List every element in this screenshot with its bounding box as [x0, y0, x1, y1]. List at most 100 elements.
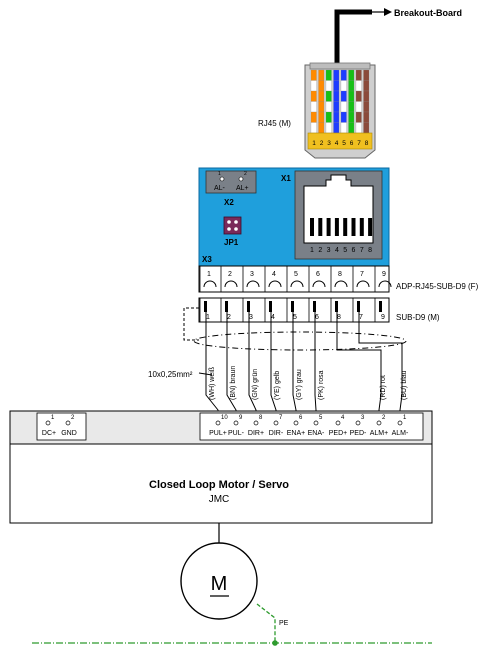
terminal-screw	[293, 420, 299, 426]
terminal-screw	[215, 420, 221, 426]
terminal-screw	[253, 420, 259, 426]
subd-pin	[335, 301, 338, 312]
socket-pin-number: 8	[368, 247, 372, 254]
terminal-screw	[233, 420, 239, 426]
wire-color-labels: (WH) weiß(BN) braun(GN) grün(YE) gelb(GY…	[209, 366, 408, 400]
motor-symbol	[180, 542, 258, 620]
power-terminal-label: GND	[61, 430, 77, 437]
cable-shield-ellipse	[193, 331, 407, 351]
plug-pin-number: 7	[357, 140, 361, 147]
signal-terminal-block	[199, 412, 424, 441]
plug-wire	[310, 69, 317, 134]
terminal-number: 6	[299, 415, 303, 421]
x3-pin-number: 3	[250, 271, 254, 278]
x3-screw-terminal	[268, 280, 282, 288]
terminal-screw	[273, 420, 279, 426]
power-terminal-label: DC+	[42, 430, 56, 437]
x3-screw-terminal	[356, 280, 370, 288]
terminal-label: PED-	[350, 430, 367, 437]
x3-pin-number: 9	[382, 271, 386, 278]
x3-screw-terminal	[378, 280, 392, 288]
plug-pin-number: 1	[312, 140, 316, 147]
breakout-cable	[334, 8, 392, 63]
terminal-screw	[397, 420, 403, 426]
socket-contact	[318, 218, 323, 236]
x3-pin-number: 2	[228, 271, 232, 278]
x2-label: X2	[224, 198, 234, 207]
terminal-number: 9	[239, 415, 243, 421]
power-terminal-block	[36, 412, 87, 441]
jp1-jumper	[223, 216, 242, 235]
subd-pin	[357, 301, 360, 312]
socket-pin-number: 5	[343, 247, 347, 254]
socket-contact	[343, 218, 348, 236]
x1-label: X1	[281, 174, 291, 183]
subd-pin-number: 7	[359, 314, 363, 321]
plug-pin-number: 5	[342, 140, 346, 147]
socket-pin-number: 6	[352, 247, 356, 254]
plug-wire	[325, 69, 332, 134]
x3-pin-number: 1	[207, 271, 211, 278]
subd-pin	[313, 301, 316, 312]
plug-wire	[348, 69, 355, 134]
terminal-label: DIR+	[248, 430, 264, 437]
x3-screw-terminal	[290, 280, 304, 288]
socket-contact	[310, 218, 314, 236]
motor-subtitle: JMC	[209, 494, 230, 505]
terminal-number: 8	[259, 415, 263, 421]
subd-pin	[379, 301, 382, 312]
terminal-screw	[355, 420, 361, 426]
subd-pin	[225, 301, 228, 312]
socket-pin-number: 1	[310, 247, 314, 254]
rj45-label: RJ45 (M)	[258, 119, 291, 128]
wire-color-label: (BN) braun	[230, 366, 237, 400]
socket-contact	[368, 218, 373, 236]
socket-contact	[334, 218, 339, 236]
subd-pin-number: 9	[381, 314, 385, 321]
x3-pin-number: 6	[316, 271, 320, 278]
wire-color-label: (RD) rot	[380, 375, 387, 400]
x3-screw-terminal	[203, 280, 217, 288]
shield-bracket	[183, 307, 199, 341]
socket-pin-number: 3	[327, 247, 331, 254]
plug-wire	[318, 69, 325, 134]
plug-pin-number: 8	[365, 140, 369, 147]
motor-title: Closed Loop Motor / Servo	[149, 479, 289, 491]
x3-pin-number: 4	[272, 271, 276, 278]
wire-color-label: (GY) grau	[296, 369, 303, 400]
subd-pin-number: 1	[206, 314, 210, 321]
al-plus-label: AL+	[236, 185, 249, 192]
terminal-screw	[313, 420, 319, 426]
terminal-label: ENA-	[308, 430, 325, 437]
subd-pin-number: 2	[227, 314, 231, 321]
wire-color-label: (YE) gelb	[274, 371, 281, 400]
socket-pin-number: 4	[335, 247, 339, 254]
wire-color-label: (PK) rosa	[318, 370, 325, 400]
pe-junction	[272, 640, 278, 646]
plug-pin-number: 3	[327, 140, 331, 147]
terminal-screw	[376, 420, 382, 426]
motor-letter: M	[211, 573, 228, 595]
terminal-number: 10	[221, 415, 228, 421]
terminal-label: DIR-	[269, 430, 284, 437]
pe-label: PE	[279, 620, 289, 627]
power-terminal-screw	[65, 420, 71, 426]
plug-wire	[355, 69, 362, 134]
terminal-number: 5	[319, 415, 323, 421]
power-terminal-screw	[45, 420, 51, 426]
wire-color-label: (WH) weiß	[209, 367, 216, 400]
terminal-number: 1	[403, 415, 407, 421]
subd-pin-number: 3	[249, 314, 253, 321]
cable-size-label: 10x0,25mm²	[148, 370, 193, 379]
plug-wire	[363, 69, 370, 134]
terminal-screw	[335, 420, 341, 426]
x3-pin-number: 7	[360, 271, 364, 278]
power-terminal-number: 2	[71, 415, 75, 421]
terminal-label: PED+	[329, 430, 347, 437]
subd-pin	[247, 301, 250, 312]
x3-screw-terminal	[334, 280, 348, 288]
